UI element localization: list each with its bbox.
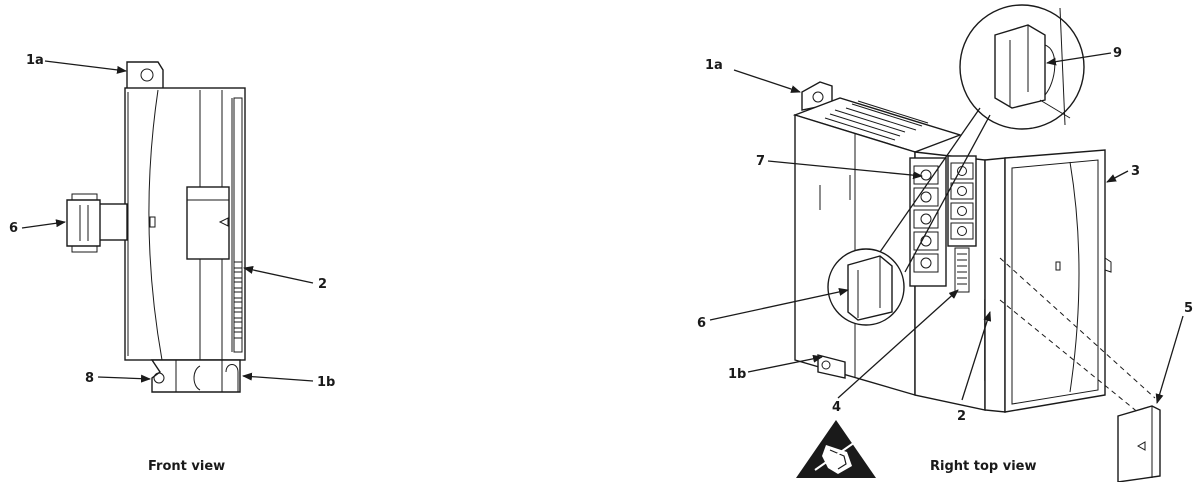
right-top-view-drawing [792, 4, 1161, 482]
rt-label-2: 2 [957, 409, 966, 424]
rt-label-9: 9 [1113, 46, 1122, 61]
rt-leader-6 [709, 288, 849, 321]
rt-label-6: 6 [697, 316, 706, 331]
rt-leader-1a [733, 69, 801, 93]
front-bus-connector-shaft [96, 203, 128, 241]
front-view-caption: Front view [148, 459, 225, 474]
rt-leader-2 [961, 311, 992, 401]
front-top-mount-tab [126, 61, 164, 91]
front-label-6: 6 [9, 221, 18, 236]
front-bus-connector [66, 199, 101, 247]
rt-leader-7 [767, 160, 923, 180]
rt-leader-3 [1106, 170, 1129, 183]
front-leader-2 [243, 266, 314, 284]
rt-terminal-screws [913, 162, 974, 273]
rt-label-7: 7 [756, 154, 765, 169]
rt-label-1b: 1b [728, 367, 746, 382]
rt-detail-connector [994, 24, 1046, 109]
front-leader-1a [44, 60, 127, 74]
front-leader-8 [97, 374, 151, 383]
front-label-2: 2 [318, 277, 327, 292]
front-label-8: 8 [85, 371, 94, 386]
rt-cover [1117, 405, 1161, 482]
rt-label-3: 3 [1131, 164, 1140, 179]
rt-label-4: 4 [832, 400, 841, 415]
rt-terminal-block-left [909, 157, 947, 287]
rt-hinge-panel [984, 157, 1006, 413]
right-top-view-caption: Right top view [930, 459, 1037, 474]
rt-terminal-block-right [947, 155, 977, 247]
rt-vent-slots [824, 100, 929, 141]
front-bottom-mount [150, 359, 241, 393]
front-view-drawing [66, 61, 246, 393]
esd-warning-icon [796, 420, 876, 478]
rt-label-1a: 1a [705, 58, 723, 73]
front-leader-6 [21, 219, 66, 229]
rt-door [1004, 149, 1106, 413]
rt-leader-4 [837, 289, 959, 399]
front-label-1b: 1b [317, 375, 335, 390]
rt-leader-1b [747, 354, 823, 373]
rt-leader-5 [1155, 315, 1184, 404]
front-io-connector-ribs [233, 261, 243, 339]
front-label-1a: 1a [26, 53, 44, 68]
front-leader-1b [242, 372, 314, 382]
rt-label-5: 5 [1184, 301, 1193, 316]
rt-leader-9 [1046, 52, 1112, 66]
rt-bus-connector [847, 255, 893, 321]
